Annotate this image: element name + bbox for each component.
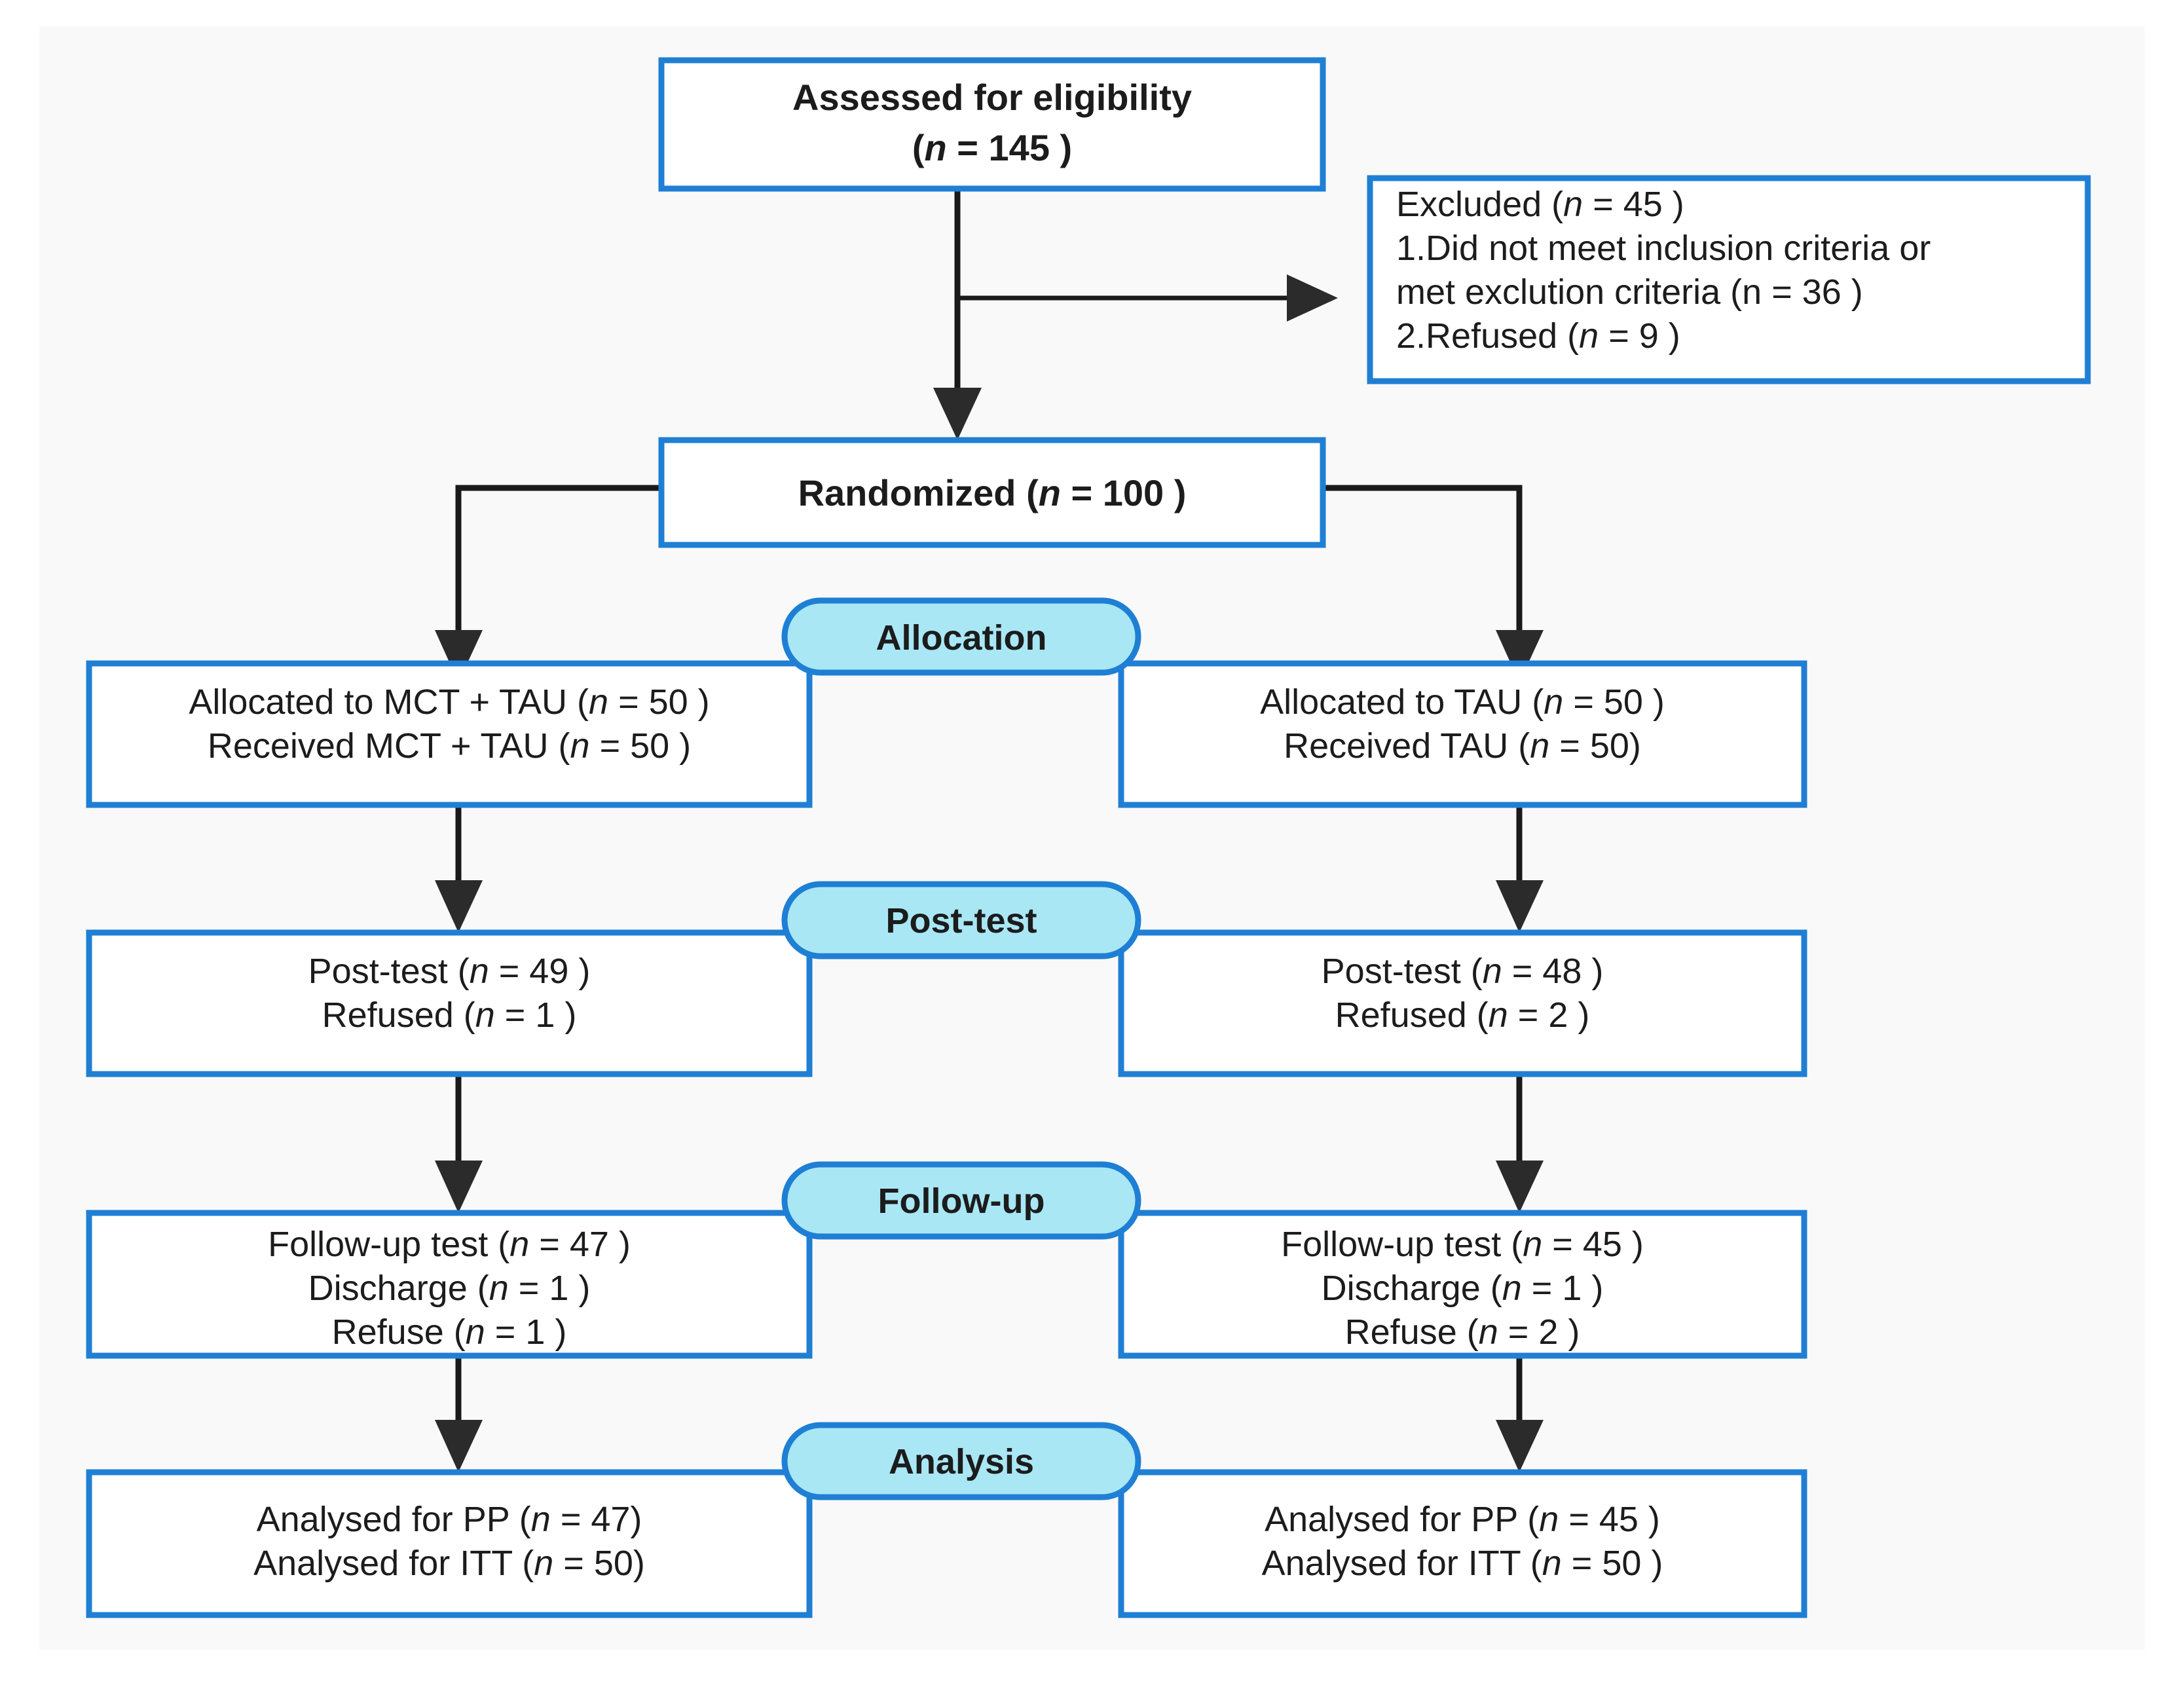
stage-pill-post-test-label: Post-test <box>885 901 1037 940</box>
assessed-line1: Assessed for eligibility <box>792 77 1192 118</box>
right-analysis-line-1: Analysed for ITT (n = 50 ) <box>1262 1544 1663 1583</box>
stage-pill-analysis[interactable]: Analysis <box>781 1422 1141 1500</box>
left-followup-line-1: Discharge (n = 1 ) <box>308 1269 591 1308</box>
box-right-posttest[interactable]: Post-test (n = 48 ) Refused (n = 2 ) <box>1118 929 1807 1077</box>
box-left-analysis[interactable]: Analysed for PP (n = 47) Analysed for IT… <box>86 1469 813 1618</box>
stage-pill-allocation[interactable]: Allocation <box>781 597 1141 676</box>
stage-pill-post-test[interactable]: Post-test <box>781 881 1141 959</box>
left-analysis-line-1: Analysed for ITT (n = 50) <box>253 1544 645 1583</box>
box-left-allocation[interactable]: Allocated to MCT + TAU (n = 50 ) Receive… <box>86 660 813 808</box>
assessed-line2: (n = 145 ) <box>912 127 1072 168</box>
left-posttest-line-0: Post-test (n = 49 ) <box>308 952 591 991</box>
left-allocation-line-1: Received MCT + TAU (n = 50 ) <box>208 726 691 766</box>
left-allocation-line-0: Allocated to MCT + TAU (n = 50 ) <box>189 682 709 722</box>
right-followup-line-1: Discharge (n = 1 ) <box>1322 1269 1604 1308</box>
connector-left-followup-to-analysis <box>435 1356 483 1472</box>
box-right-analysis[interactable]: Analysed for PP (n = 45 ) Analysed for I… <box>1118 1469 1807 1618</box>
right-posttest-line-0: Post-test (n = 48 ) <box>1322 952 1604 991</box>
connector-left-allocation-to-posttest <box>435 805 483 933</box>
connector-randomized-to-left-arm <box>435 485 661 682</box>
connector-randomized-to-right-arm <box>1323 485 1544 682</box>
stage-pill-allocation-label: Allocation <box>876 618 1046 658</box>
connector-right-followup-to-analysis <box>1496 1356 1544 1472</box>
right-allocation-line-0: Allocated to TAU (n = 50 ) <box>1260 682 1665 722</box>
connector-assessed-to-excluded <box>957 274 1338 322</box>
left-posttest-line-1: Refused (n = 1 ) <box>322 995 577 1035</box>
stage-pill-follow-up-label: Follow-up <box>878 1181 1045 1221</box>
right-followup-line-0: Follow-up test (n = 45 ) <box>1281 1225 1644 1264</box>
left-analysis-line-0: Analysed for PP (n = 47) <box>257 1500 642 1539</box>
excluded-line1: Excluded (n = 45 ) <box>1396 185 1684 224</box>
right-allocation-line-1: Received TAU (n = 50) <box>1284 726 1641 766</box>
excluded-line4: 2.Refused (n = 9 ) <box>1396 316 1680 356</box>
connector-left-posttest-to-followup <box>435 1074 483 1213</box>
box-left-followup[interactable]: Follow-up test (n = 47 ) Discharge (n = … <box>86 1210 813 1359</box>
box-randomized[interactable]: Randomized (n = 100 ) <box>658 437 1326 548</box>
box-right-followup[interactable]: Follow-up test (n = 45 ) Discharge (n = … <box>1118 1210 1807 1359</box>
right-posttest-line-1: Refused (n = 2 ) <box>1335 995 1590 1035</box>
left-followup-line-0: Follow-up test (n = 47 ) <box>268 1225 631 1264</box>
excluded-line3: met exclution criteria (n = 36 ) <box>1396 272 1863 312</box>
right-followup-line-2: Refuse (n = 2 ) <box>1345 1312 1580 1352</box>
excluded-line2: 1.Did not meet inclusion criteria or <box>1396 229 1931 268</box>
connector-right-posttest-to-followup <box>1496 1074 1544 1213</box>
randomized-label: Randomized (n = 100 ) <box>798 472 1187 513</box>
stage-pill-analysis-label: Analysis <box>889 1442 1034 1481</box>
stage-pill-follow-up[interactable]: Follow-up <box>781 1161 1141 1240</box>
right-analysis-line-0: Analysed for PP (n = 45 ) <box>1265 1500 1660 1539</box>
connector-right-allocation-to-posttest <box>1496 805 1544 933</box>
box-excluded[interactable]: Excluded (n = 45 ) 1.Did not meet inclus… <box>1367 175 2091 384</box>
left-followup-line-2: Refuse (n = 1 ) <box>332 1312 567 1352</box>
box-right-allocation[interactable]: Allocated to TAU (n = 50 ) Received TAU … <box>1118 660 1807 808</box>
box-left-posttest[interactable]: Post-test (n = 49 ) Refused (n = 1 ) <box>86 929 813 1077</box>
connector-assessed-to-randomized <box>933 189 982 440</box>
box-assessed-for-eligibility[interactable]: Assessed for eligibility (n = 145 ) <box>658 57 1326 192</box>
